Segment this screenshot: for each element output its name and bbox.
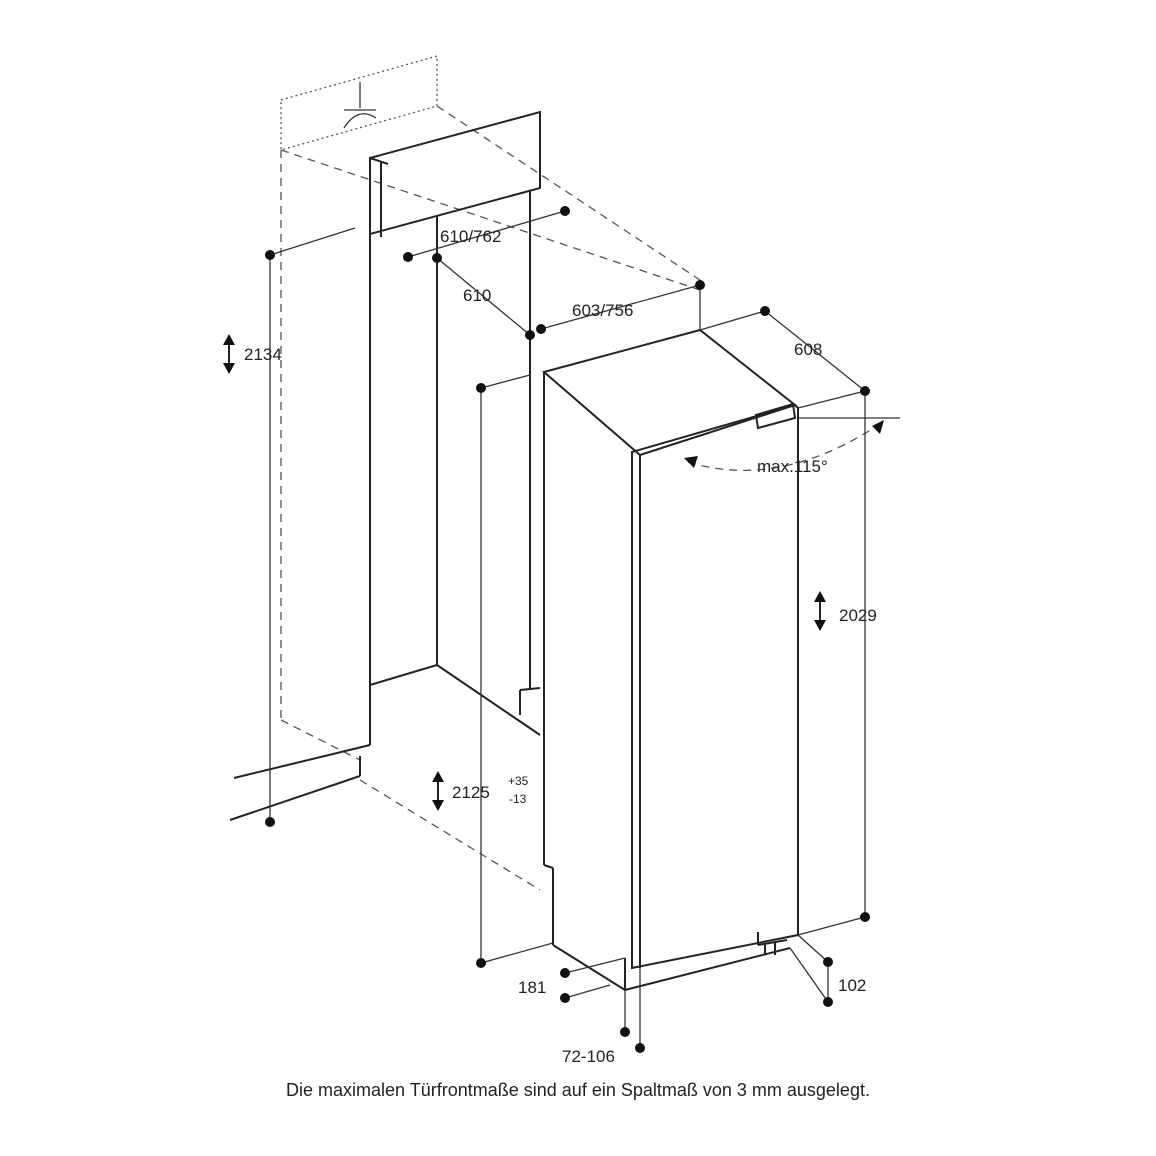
dim-installation-height: 2125 <box>452 783 490 802</box>
dim-appliance-width: 603/756 <box>572 301 633 320</box>
dim-door-angle: max.115° <box>757 457 828 476</box>
dimension-dots <box>265 206 870 1053</box>
dim-plinth-depth: 102 <box>838 976 866 995</box>
arrow-2134-icon <box>223 334 235 374</box>
dim-plinth-height: 181 <box>518 978 546 997</box>
niche-outline <box>280 105 701 891</box>
dim-appliance-height: 2029 <box>839 606 877 625</box>
appliance-door <box>631 402 799 970</box>
top-cabinet-panel <box>369 110 541 237</box>
door-swing-indicator <box>684 417 900 471</box>
dimension-lines <box>269 210 866 1048</box>
dim-door-offset: 72-106 <box>562 1047 615 1066</box>
arrow-2125-icon <box>432 771 444 811</box>
ceiling-socket-outline <box>280 55 438 151</box>
dim-installation-tol-minus: -13 <box>509 792 527 806</box>
dim-appliance-depth: 608 <box>794 340 822 359</box>
dim-niche-depth-top: 610/762 <box>440 227 501 246</box>
dim-installation-tol-plus: +35 <box>508 774 529 788</box>
dim-niche-depth: 610 <box>463 286 491 305</box>
arrow-2029-icon <box>814 591 826 631</box>
niche-side-wall <box>229 190 541 821</box>
dim-niche-height: 2134 <box>244 345 282 364</box>
caption: Die maximalen Türfrontmaße sind auf ein … <box>286 1080 870 1100</box>
